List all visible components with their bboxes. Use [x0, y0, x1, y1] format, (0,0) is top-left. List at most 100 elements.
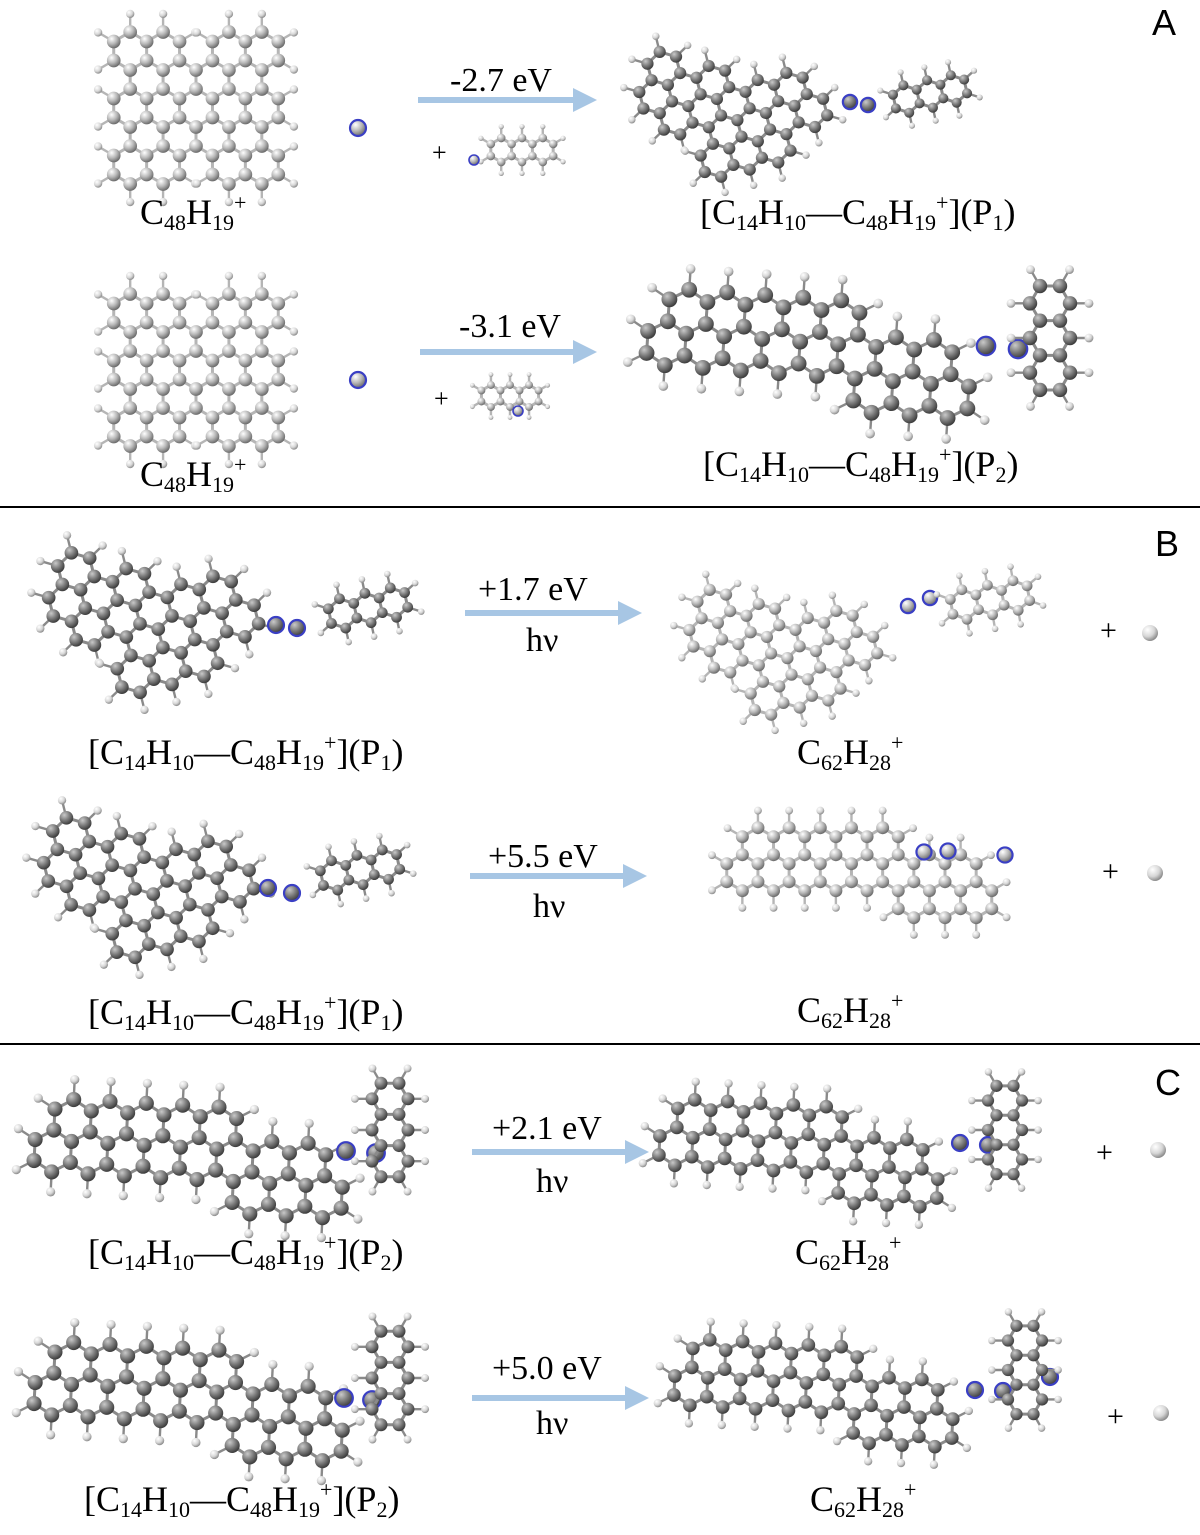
carbon-atom: [750, 1153, 765, 1167]
carbon-atom: [254, 439, 269, 453]
carbon-atom: [244, 1164, 260, 1180]
molecule-ring-c2-carbons: [365, 1324, 415, 1432]
carbon-atom: [106, 296, 121, 311]
carbon-atom: [156, 1350, 172, 1366]
hydrogen-atom: [262, 588, 272, 597]
hydrogen-atom: [988, 1336, 996, 1345]
carbon-atom: [156, 139, 170, 153]
carbon-atom: [844, 857, 858, 871]
hydrogen-atom: [1084, 298, 1094, 308]
carbon-atom: [887, 89, 899, 100]
hydrogen-atom: [981, 567, 989, 575]
molecule-ring-b1: [933, 563, 1047, 637]
carbon-atom: [27, 1374, 43, 1391]
carbon-atom: [733, 1372, 748, 1387]
hydrogen-atom: [863, 1457, 873, 1466]
carbon-atom: [189, 344, 203, 358]
carbon-atom: [717, 1362, 732, 1376]
carbon-atom: [486, 403, 495, 411]
carbon-atom: [800, 87, 813, 101]
carbon-atom: [314, 1210, 331, 1226]
molecule-c62h28-c1: [638, 1077, 998, 1229]
hydrogen-atom: [93, 122, 103, 131]
carbon-atom: [401, 1092, 415, 1106]
carbon-atom: [1035, 1393, 1049, 1406]
carbon-atom: [801, 1127, 816, 1142]
carbon-atom: [891, 848, 905, 862]
hydrogen-atom: [192, 28, 202, 37]
hydrogen-atom: [209, 1449, 220, 1460]
hydrogen-atom: [396, 627, 403, 635]
hydrogen-atom: [148, 822, 157, 831]
hydrogen-product-c2: [1153, 1405, 1169, 1421]
carbon-atom: [783, 1365, 798, 1380]
carbon-atom: [735, 884, 749, 898]
carbon-atom: [64, 614, 79, 629]
hydrogen-atom: [1039, 602, 1047, 609]
hydrogen-atom: [350, 1157, 359, 1166]
hydrogen-atom: [93, 179, 103, 188]
carbon-atom: [208, 1405, 224, 1421]
carbon-atom: [155, 1128, 171, 1144]
carbon-atom: [146, 887, 161, 901]
hydrogen-atom: [1006, 333, 1016, 343]
carbon-atom: [41, 874, 56, 888]
carbon-atom: [884, 373, 901, 390]
molecule-adduct-p1-b1: [27, 531, 307, 715]
hydrogen-atom: [355, 1173, 365, 1183]
molecule-adduct-p1-a: [620, 32, 877, 197]
carbon-atom: [767, 78, 781, 91]
carbon-atom: [767, 848, 781, 862]
carbon-atom: [82, 834, 97, 849]
carbon-atom: [525, 381, 534, 389]
carbon-atom: [717, 1151, 732, 1166]
carbon-atom: [254, 287, 269, 301]
carbon-atom: [254, 344, 269, 358]
hydrogen-atom: [757, 1081, 766, 1090]
carbon-atom: [211, 1342, 227, 1358]
hydrogen-atom: [1002, 913, 1011, 922]
hydrogen-atom: [215, 1325, 225, 1335]
carbon-atom: [793, 701, 806, 714]
carbon-atom: [1022, 330, 1038, 346]
carbon-atom: [760, 630, 774, 644]
carbon-atom: [973, 604, 984, 616]
hydrogen-atom: [702, 570, 710, 578]
carbon-atom: [110, 593, 124, 608]
carbon-atom: [192, 866, 206, 880]
energy-label-a2: -3.1 eV: [459, 308, 561, 345]
label-c62h28-b1: C62H28+: [797, 730, 904, 775]
hydrogen-atom: [289, 327, 299, 336]
hydrogen-atom: [268, 1359, 278, 1370]
carbon-atom: [748, 1401, 763, 1416]
carbon-atom: [348, 597, 360, 609]
highlighted-carbon: [512, 405, 524, 417]
carbon-atom: [723, 81, 736, 94]
carbon-atom: [716, 328, 733, 345]
carbon-atom: [119, 630, 134, 644]
carbon-atom: [1052, 313, 1068, 328]
carbon-atom: [1052, 348, 1068, 363]
carbon-atom: [135, 1401, 151, 1417]
hydrogen-atom: [732, 55, 741, 64]
carbon-atom: [798, 1395, 813, 1409]
carbon-atom: [1015, 1153, 1029, 1166]
carbon-atom: [46, 1365, 62, 1381]
hydrogen-atom: [33, 1336, 43, 1346]
photon-label-b2: hν: [533, 888, 566, 925]
carbon-atom: [863, 404, 880, 421]
carbon-atom: [813, 875, 827, 889]
carbon-atom: [222, 401, 236, 415]
carbon-atom: [105, 926, 120, 941]
carbon-atom: [123, 177, 138, 191]
hydrogen-atom: [46, 1430, 56, 1440]
hydrogen-atom: [268, 1116, 278, 1127]
carbon-atom: [139, 110, 154, 125]
carbon-atom: [64, 545, 79, 560]
hydrogen-atom: [204, 689, 213, 699]
carbon-atom: [365, 854, 377, 866]
carbon-atom: [123, 25, 138, 39]
carbon-atom: [156, 287, 170, 301]
carbon-atom: [1001, 1393, 1015, 1406]
carbon-atom: [895, 1438, 909, 1452]
